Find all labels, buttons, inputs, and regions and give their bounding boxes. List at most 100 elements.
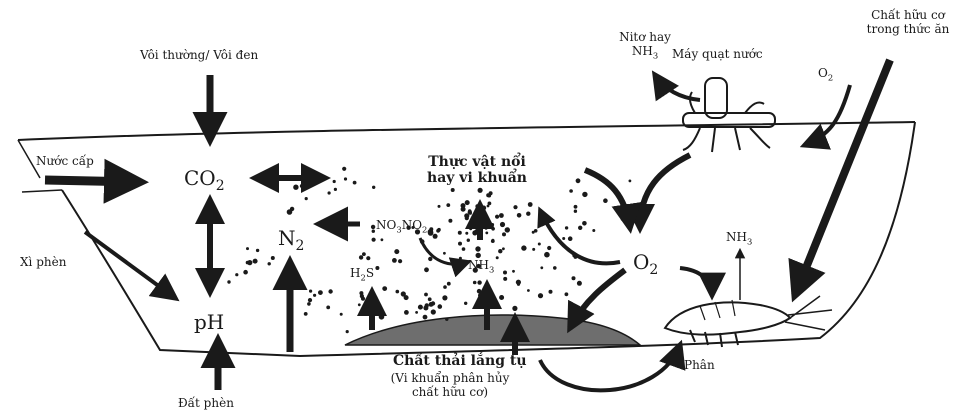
- particle-dot: [451, 188, 455, 192]
- particle-dot: [467, 239, 470, 242]
- alum-leak-label: Xì phèn: [20, 255, 66, 269]
- particle-dot: [293, 185, 298, 190]
- particle-dot: [505, 227, 510, 232]
- particle-dot: [547, 246, 551, 250]
- particle-dot: [500, 222, 505, 227]
- particle-dot: [305, 197, 308, 200]
- particle-dot: [326, 306, 330, 310]
- decomposer-label: (Vi khuẩn phân hủy chất hữu cơ): [355, 371, 545, 399]
- particle-dot: [572, 276, 576, 280]
- particle-dot: [526, 212, 530, 216]
- feed-organic-label: Chất hữu cơ trong thức ăn: [848, 8, 968, 36]
- particle-dot: [404, 310, 409, 315]
- particle-dot: [469, 222, 473, 226]
- nh3-shrimp-label: NH3: [726, 230, 752, 246]
- particle-dot: [334, 188, 337, 191]
- particle-dot: [513, 205, 517, 209]
- particle-dot: [438, 304, 443, 309]
- particle-dot: [438, 205, 441, 208]
- particle-dot: [544, 252, 550, 258]
- particle-dot: [491, 299, 494, 302]
- particle-dot: [372, 186, 375, 189]
- particle-dot: [235, 273, 238, 276]
- particle-dot: [499, 295, 504, 300]
- particle-dot: [503, 277, 507, 281]
- particle-dot: [603, 198, 608, 203]
- particle-dot: [429, 227, 433, 231]
- particle-dot: [487, 205, 490, 208]
- h2s-label: H2S: [350, 266, 374, 282]
- particle-dot: [379, 314, 385, 320]
- particle-dot: [578, 226, 582, 230]
- particle-dot: [477, 289, 482, 294]
- particle-dot: [565, 292, 569, 296]
- particle-dot: [538, 293, 543, 298]
- sediment-mound: [345, 315, 640, 345]
- particle-dot: [462, 247, 466, 251]
- particle-dot: [582, 192, 587, 197]
- particle-dot: [342, 167, 346, 171]
- particle-dot: [398, 259, 402, 263]
- particle-dot: [569, 189, 573, 193]
- particle-dot: [498, 249, 502, 253]
- particle-dot: [521, 245, 526, 250]
- aerator-label: Máy quạt nước: [672, 47, 763, 61]
- particle-dot: [372, 238, 376, 242]
- particle-dot: [431, 309, 436, 314]
- particle-dot: [309, 290, 312, 293]
- water-supply-label: Nước cấp: [36, 154, 94, 168]
- particle-dot: [381, 238, 384, 241]
- particle-dot: [300, 184, 304, 188]
- particle-dot: [382, 286, 387, 291]
- particle-dot: [424, 293, 428, 297]
- particle-dot: [446, 203, 450, 207]
- particle-dot: [549, 290, 553, 294]
- particle-dot: [346, 330, 349, 333]
- particle-dot: [465, 200, 470, 205]
- particle-dot: [532, 248, 535, 251]
- particle-dot: [577, 281, 582, 286]
- feces-label: Phân: [684, 358, 715, 372]
- particle-dot: [424, 267, 429, 272]
- particle-dot: [458, 242, 462, 246]
- particle-dot: [489, 191, 493, 195]
- particle-dot: [445, 318, 448, 321]
- particle-dot: [527, 289, 530, 292]
- particle-dot: [502, 247, 505, 250]
- particle-dot: [394, 249, 399, 254]
- particle-dot: [375, 266, 379, 270]
- particle-dot: [246, 247, 249, 250]
- particle-dot: [442, 295, 447, 300]
- particle-dot: [366, 256, 370, 260]
- particle-dot: [243, 270, 248, 275]
- particle-dot: [256, 249, 259, 252]
- particle-dot: [404, 295, 409, 300]
- particle-dot: [313, 294, 316, 297]
- particle-dot: [443, 285, 447, 289]
- particle-dot: [473, 281, 477, 285]
- particle-dot: [361, 297, 365, 301]
- particle-dot: [629, 180, 632, 183]
- particle-dot: [328, 191, 331, 194]
- particle-dot: [423, 315, 428, 320]
- particle-dot: [227, 280, 230, 283]
- particle-dot: [503, 271, 507, 275]
- particle-dot: [340, 313, 343, 316]
- particle-dot: [468, 210, 472, 214]
- particle-dot: [362, 252, 366, 256]
- particle-dot: [271, 256, 275, 260]
- particle-dot: [465, 232, 468, 235]
- n2-label: N2: [278, 226, 304, 254]
- particle-dot: [491, 227, 495, 231]
- particle-dot: [396, 290, 400, 294]
- particle-dot: [428, 297, 432, 301]
- particle-dot: [366, 310, 370, 314]
- particle-dot: [458, 231, 462, 235]
- particle-dot: [495, 215, 499, 219]
- o2-main-label: O2: [633, 250, 658, 278]
- particle-dot: [574, 205, 578, 209]
- aerator-illustration: [683, 78, 775, 152]
- particle-dot: [499, 213, 504, 218]
- particle-dot: [478, 188, 483, 193]
- particle-dot: [459, 257, 462, 260]
